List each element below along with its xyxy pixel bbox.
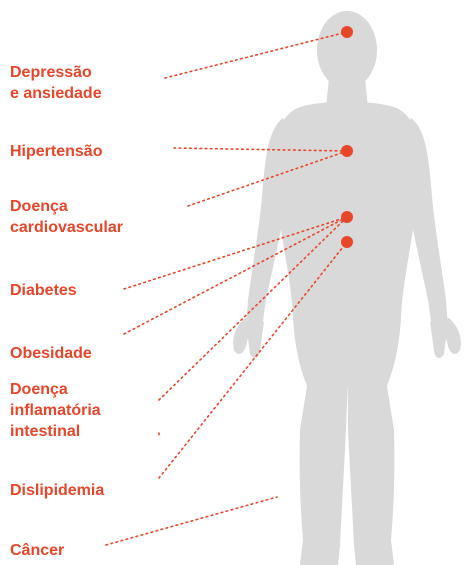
label-cardiovascular: Doença cardiovascular [10, 196, 123, 238]
label-cancer-line-1: Câncer [10, 540, 64, 561]
label-obesidade-line-1: Obesidade [10, 343, 92, 364]
label-obesidade: Obesidade [10, 343, 92, 364]
label-inflamatoria: Doença inflamatória intestinal [10, 379, 101, 442]
label-hipertensao-line-1: Hipertensão [10, 141, 102, 162]
label-depressao-line-1: Depressão [10, 62, 102, 83]
marker-head [341, 26, 353, 38]
label-diabetes-line-1: Diabetes [10, 280, 77, 301]
marker-upper-abdomen [341, 211, 353, 223]
label-inflamatoria-line-2: inflamatória [10, 400, 101, 421]
label-cardiovascular-line-2: cardiovascular [10, 217, 123, 238]
label-cancer: Câncer [10, 540, 64, 561]
human-body-silhouette-icon [233, 11, 461, 565]
marker-lower-abdomen [341, 236, 353, 248]
label-cardiovascular-line-1: Doença [10, 196, 123, 217]
label-dislipidemia: Dislipidemia [10, 480, 104, 501]
silhouette-left-leg [300, 380, 348, 565]
silhouette-head [317, 11, 377, 89]
label-dislipidemia-line-1: Dislipidemia [10, 480, 104, 501]
silhouette-right-hand [430, 318, 461, 358]
label-inflamatoria-line-1: Doença [10, 379, 101, 400]
label-depressao: Depressão e ansiedade [10, 62, 102, 104]
label-depressao-line-2: e ansiedade [10, 83, 102, 104]
label-inflamatoria-line-3: intestinal [10, 421, 101, 442]
label-hipertensao: Hipertensão [10, 141, 102, 162]
connector-cancer [106, 497, 277, 545]
marker-chest [341, 145, 353, 157]
silhouette-right-leg [348, 380, 394, 565]
label-diabetes: Diabetes [10, 280, 77, 301]
